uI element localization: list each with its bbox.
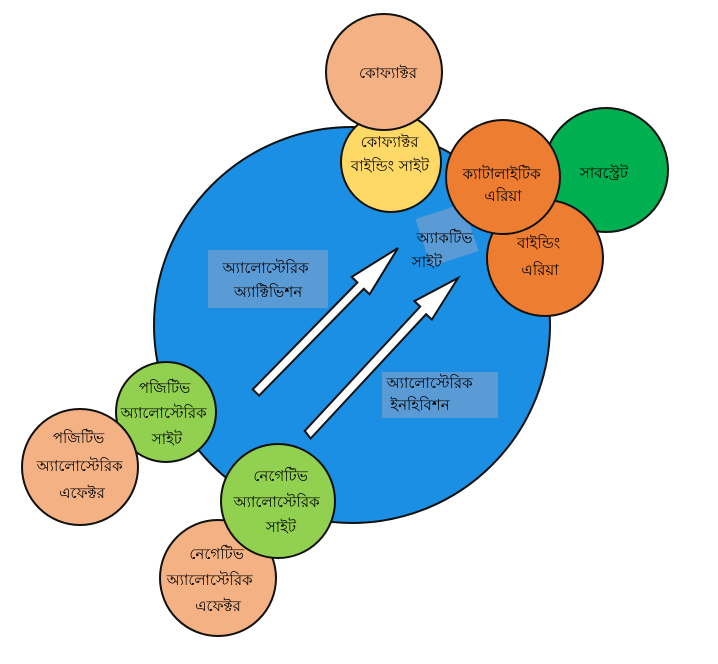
positive-effector-label-3: এফেক্টর — [59, 484, 105, 502]
cofactor-site-label-2: বাইন্ডিং সাইট — [350, 157, 430, 175]
negative-effector-label-2: অ্যালোস্টেরিক — [166, 571, 253, 589]
svg-text:নেগেটিভ অ্যালোস্টেরিক: নেগেটিভ অ্যালোস্টেরিক সাইট — [233, 467, 325, 536]
svg-text:পজিটিভ অ্যালোস্টেরিক স: পজিটিভ অ্যালোস্টেরিক সাইট — [120, 379, 212, 448]
binding-area-label-2: এরিয়া — [521, 261, 559, 279]
active-site-label-1: অ্যাকটিভ — [416, 229, 474, 247]
cofactor-site-label-1: কোফ্যাক্টর — [361, 133, 420, 151]
svg-text:নেগেটিভ অ্যালোস্টেরিক: নেগেটিভ অ্যালোস্টেরিক এফেক্টর — [166, 545, 258, 615]
substrate-label: সাবস্ট্রেট — [579, 164, 629, 182]
binding-area-label-1: বাইন্ডিং — [516, 234, 560, 252]
svg-text:অ্যালোস্টেরিক ইনহিবিশন: অ্যালোস্টেরিক ইনহিবিশন — [386, 374, 478, 414]
negative-effector-label-3: এফেক্টর — [195, 597, 241, 615]
allosteric-inhibition-label-2: ইনহিবিশন — [389, 396, 450, 414]
cofactor — [325, 13, 443, 131]
positive-effector-label-1: পজিটিভ — [53, 429, 105, 447]
negative-allosteric-site — [220, 443, 336, 559]
negative-site-label-3: সাইট — [265, 518, 297, 536]
active-site-label-2: সাইট — [411, 253, 443, 271]
negative-site-label-1: নেগেটিভ — [253, 467, 308, 485]
svg-text:ক্যাটালাইটিক এরিয়া: ক্যাটালাইটিক এরিয়া — [462, 165, 546, 205]
catalytic-area-label-2: এরিয়া — [484, 187, 522, 205]
allosteric-inhibition-label-1: অ্যালোস্টেরিক — [386, 374, 473, 392]
positive-allosteric-effector — [21, 408, 139, 526]
svg-text:কোফ্যাক্টর বাইন্ডিং সাইট: কোফ্যাক্টর বাইন্ডিং সাইট — [350, 133, 430, 175]
positive-site-label-3: সাইট — [151, 430, 183, 448]
svg-text:পজিটিভ অ্যালোস্টেরিক এ: পজিটিভ অ্যালোস্টেরিক এফেক্টর — [36, 429, 128, 502]
catalytic-area — [445, 119, 561, 235]
inhibition-arrow — [303, 275, 461, 441]
positive-site-label-2: অ্যালোস্টেরিক — [120, 404, 207, 422]
svg-text:বাইন্ডিং এরিয়া: বাইন্ডিং এরিয়া — [516, 234, 565, 279]
allosteric-activation-label-1: অ্যালোস্টেরিক — [222, 259, 309, 277]
active-site-box — [415, 203, 479, 267]
activation-arrow — [251, 247, 399, 398]
svg-text:অ্যাকটিভ সাইট: অ্যাকটিভ সাইট — [411, 229, 477, 271]
allosteric-activation-box — [208, 250, 328, 308]
positive-site-label-1: পজিটিভ — [139, 379, 191, 397]
allosteric-activation-label-2: অ্যাক্টিভিশন — [233, 283, 303, 301]
positive-effector-label-2: অ্যালোস্টেরিক — [36, 457, 123, 475]
negative-site-label-2: অ্যালোস্টেরিক — [233, 493, 320, 511]
svg-text:অ্যালোস্টেরিক অ্যাক্টিভিশন: অ্যালোস্টেরিক অ্যাক্টিভিশন — [222, 259, 314, 301]
negative-effector-label-1: নেগেটিভ — [189, 545, 244, 563]
allosteric-inhibition-box — [382, 372, 498, 418]
positive-allosteric-site — [115, 361, 217, 463]
catalytic-area-label-1: ক্যাটালাইটিক — [462, 165, 542, 183]
cofactor-label: কোফ্যাক্টর — [359, 64, 418, 82]
